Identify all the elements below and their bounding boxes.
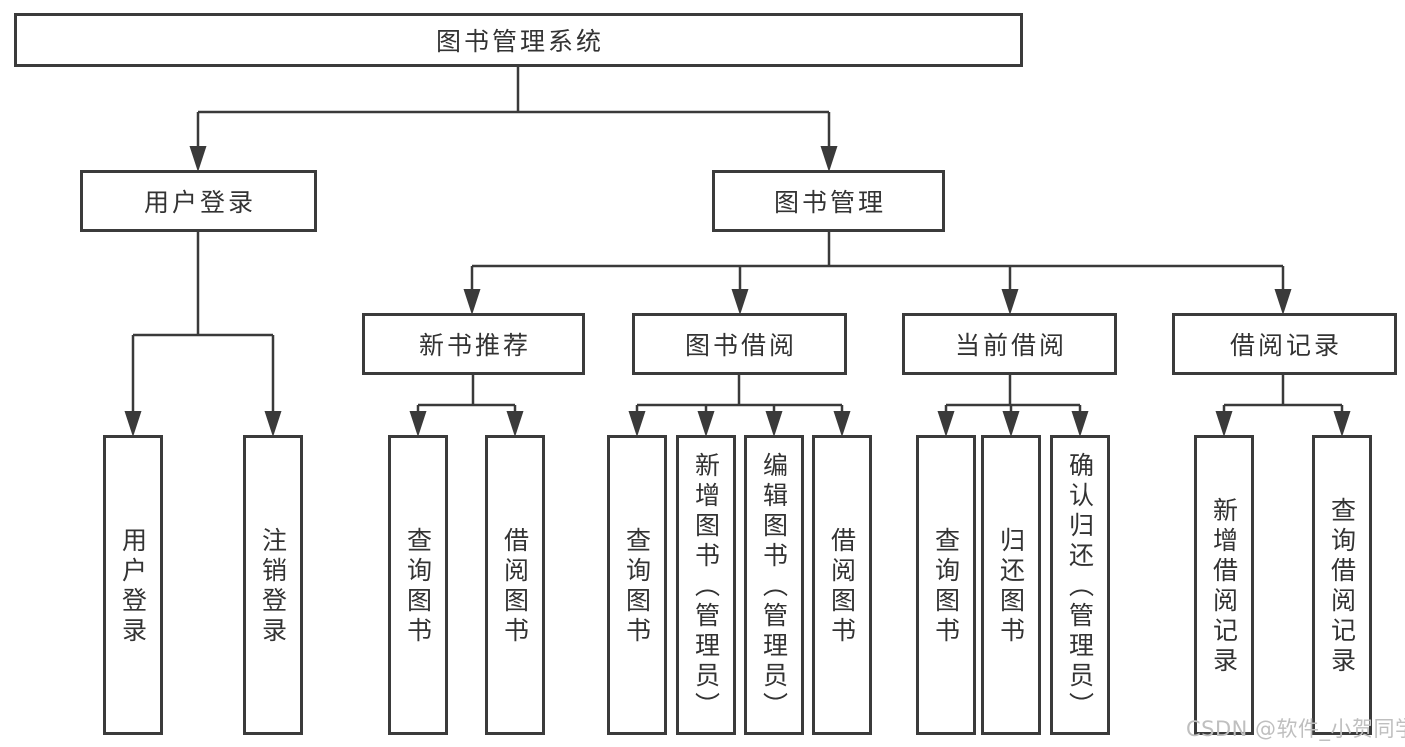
node-label: 借阅记录	[1229, 331, 1342, 360]
leaf-query-book-current: 查询图书	[916, 435, 976, 735]
leaf-label: 借阅图书	[827, 527, 857, 647]
arrowhead	[697, 411, 715, 437]
arrowhead	[820, 146, 838, 172]
arrowhead	[264, 411, 282, 437]
connector-user-login-split	[131, 232, 275, 414]
leaf-label: 用户登录	[118, 527, 148, 647]
arrowhead	[124, 411, 142, 437]
leaf-borrow-book: 借阅图书	[812, 435, 872, 735]
node-label: 新书推荐	[418, 331, 531, 360]
leaf-confirm-return-admin: 确认归还（管理员）	[1050, 435, 1110, 735]
leaf-label: 查询图书	[931, 527, 961, 647]
arrowhead	[937, 411, 955, 437]
node-borrow-records: 借阅记录	[1172, 313, 1397, 375]
node-label: 用户登录	[143, 188, 256, 217]
arrowhead	[1274, 289, 1292, 315]
node-label: 图书管理	[773, 188, 886, 217]
leaf-label: 查询借阅记录	[1327, 497, 1357, 677]
leaf-label: 编辑图书（管理员）	[759, 452, 789, 722]
node-book-borrow: 图书借阅	[632, 313, 847, 375]
leaf-edit-book-admin: 编辑图书（管理员）	[744, 435, 804, 735]
connector-borrow-records-split	[1222, 375, 1344, 414]
node-new-book-recommend: 新书推荐	[362, 313, 585, 375]
connector-new-book-split	[416, 375, 517, 414]
leaf-borrow-book-recommend: 借阅图书	[485, 435, 545, 735]
arrowhead	[765, 411, 783, 437]
arrowhead	[1002, 411, 1020, 437]
leaf-return-book: 归还图书	[981, 435, 1041, 735]
connector-book-borrow-split	[635, 375, 844, 414]
leaf-label: 确认归还（管理员）	[1065, 452, 1095, 722]
arrowhead	[1333, 411, 1351, 437]
leaf-user-login: 用户登录	[103, 435, 163, 735]
arrowhead	[189, 146, 207, 172]
leaf-logout: 注销登录	[243, 435, 303, 735]
arrowhead	[1001, 289, 1019, 315]
leaf-label: 注销登录	[258, 527, 288, 647]
connector-root-split	[196, 67, 831, 149]
arrowhead	[1215, 411, 1233, 437]
leaf-label: 归还图书	[996, 527, 1026, 647]
arrowhead	[506, 411, 524, 437]
connector-current-borrow-split	[944, 375, 1082, 414]
node-book-management: 图书管理	[712, 170, 945, 232]
arrowhead	[731, 289, 749, 315]
leaf-add-book-admin: 新增图书（管理员）	[676, 435, 736, 735]
leaf-label: 新增借阅记录	[1209, 497, 1239, 677]
leaf-query-book-recommend: 查询图书	[388, 435, 448, 735]
connector-book-mgmt-split	[470, 232, 1285, 292]
arrowhead	[463, 289, 481, 315]
leaf-label: 新增图书（管理员）	[691, 452, 721, 722]
csdn-watermark: CSDN @软件_小贺同学	[1186, 717, 1405, 741]
arrowhead	[628, 411, 646, 437]
node-user-login: 用户登录	[80, 170, 317, 232]
leaf-add-borrow-record: 新增借阅记录	[1194, 435, 1254, 735]
leaf-label: 借阅图书	[500, 527, 530, 647]
arrowhead	[1071, 411, 1089, 437]
leaf-label: 查询图书	[403, 527, 433, 647]
leaf-label: 查询图书	[622, 527, 652, 647]
leaf-query-borrow-record: 查询借阅记录	[1312, 435, 1372, 735]
arrowhead	[833, 411, 851, 437]
node-label: 当前借阅	[954, 331, 1067, 360]
leaf-query-book-borrow: 查询图书	[607, 435, 667, 735]
arrowheads	[124, 146, 1351, 437]
arrowhead	[409, 411, 427, 437]
node-root: 图书管理系统	[14, 13, 1023, 67]
node-current-borrow: 当前借阅	[902, 313, 1117, 375]
node-label: 图书借阅	[684, 331, 797, 360]
node-label: 图书管理系统	[435, 27, 604, 56]
